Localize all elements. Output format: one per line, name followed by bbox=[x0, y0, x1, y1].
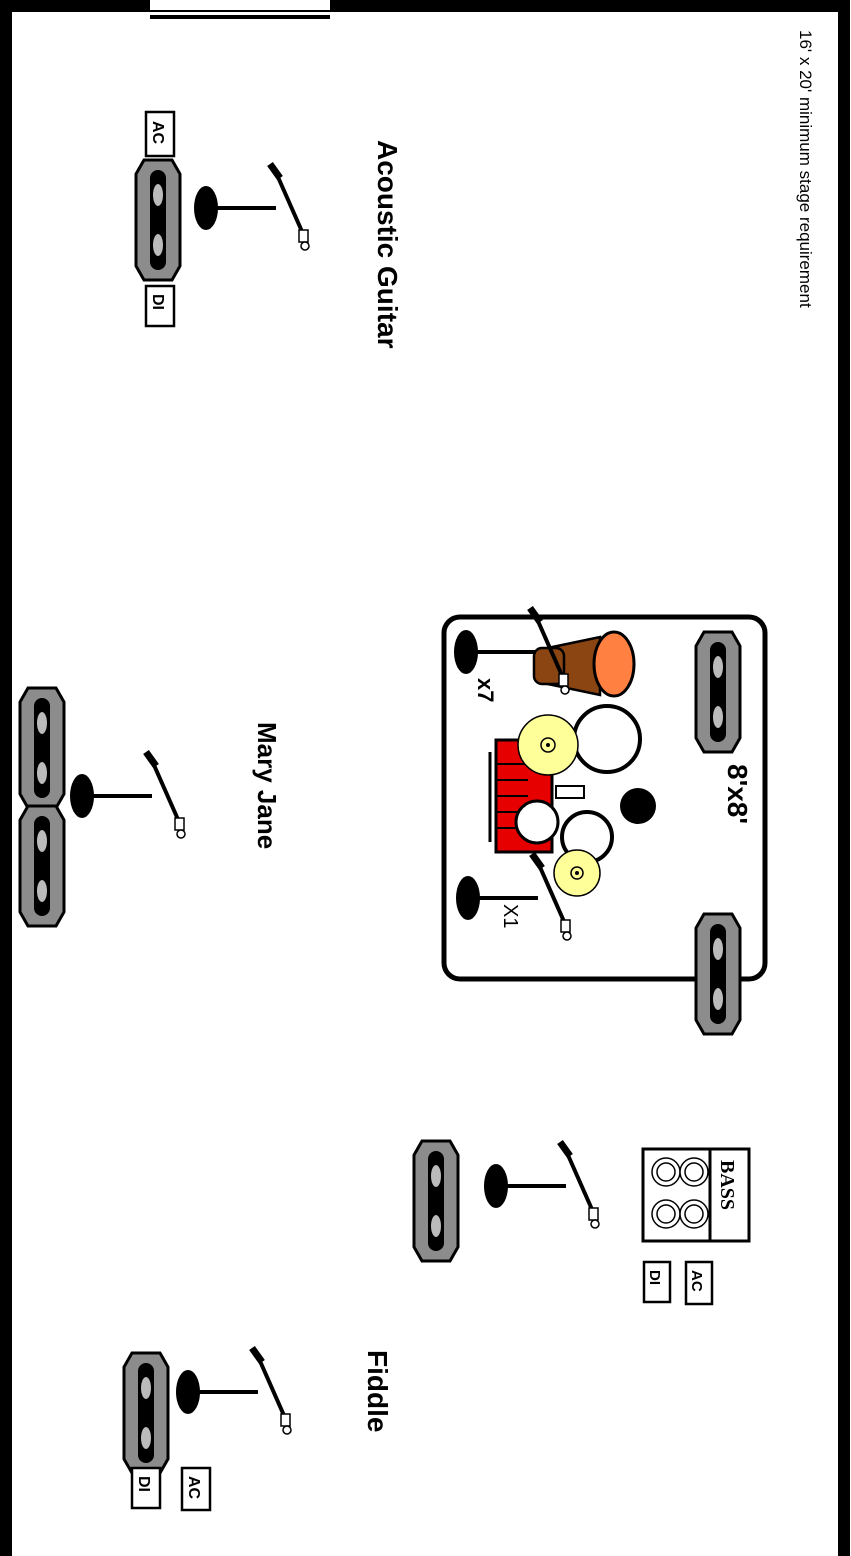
acoustic-guitar-label: Acoustic Guitar bbox=[372, 140, 403, 349]
fiddle-di-box: DI bbox=[130, 1466, 162, 1510]
mary-jane-mic-stand-icon bbox=[70, 752, 185, 838]
fiddle-mic-stand-icon bbox=[176, 1348, 291, 1434]
acoustic-guitar-ac-box: AC bbox=[144, 110, 176, 158]
crash-cymbal-icon bbox=[517, 714, 579, 776]
fiddle-label: Fiddle bbox=[362, 1350, 393, 1432]
drum-riser-outline bbox=[441, 614, 768, 982]
ride-cymbal-icon bbox=[553, 849, 601, 897]
bass-ac-box: AC bbox=[684, 1260, 714, 1306]
drum-riser: 8'x8' x7 bbox=[441, 608, 768, 1036]
bass-cabinet-icon: BASS bbox=[641, 1147, 751, 1243]
acoustic-guitar-position: Acoustic Guitar AC DI bbox=[134, 110, 403, 349]
hihat-stand-icon bbox=[555, 785, 585, 799]
acoustic-guitar-ac-text: AC bbox=[149, 121, 166, 145]
mary-jane-label: Mary Jane bbox=[252, 722, 282, 849]
acoustic-guitar-mic-stand-icon bbox=[194, 164, 309, 250]
snare-head-icon bbox=[514, 799, 560, 845]
drum-monitor-right-icon bbox=[694, 912, 742, 1036]
bass-di-text: DI bbox=[646, 1270, 663, 1285]
conga-drum-icon bbox=[532, 630, 636, 698]
mary-jane-monitor-left-icon bbox=[18, 686, 66, 810]
bass-di-box: DI bbox=[642, 1260, 672, 1304]
drum-mic-left-count: x7 bbox=[473, 678, 498, 702]
fiddle-ac-text: AC bbox=[185, 1476, 202, 1500]
acoustic-guitar-di-box: DI bbox=[144, 284, 176, 328]
stage-top-gap bbox=[150, 0, 330, 10]
bass-position: BASS AC DI bbox=[412, 1139, 751, 1306]
drum-mic-right-count: X1 bbox=[499, 904, 521, 928]
kick-pedal-icon bbox=[620, 788, 656, 824]
bass-mic-stand-icon bbox=[484, 1142, 599, 1228]
bass-monitor-icon bbox=[412, 1139, 460, 1263]
fiddle-monitor-icon bbox=[122, 1351, 170, 1475]
bass-cabinet-label: BASS bbox=[716, 1160, 738, 1210]
acoustic-guitar-di-text: DI bbox=[149, 294, 166, 310]
fiddle-ac-box: AC bbox=[180, 1466, 212, 1512]
acoustic-guitar-monitor-icon bbox=[134, 158, 182, 282]
stage-requirement-text: 16' x 20' minimum stage requirement bbox=[796, 30, 815, 308]
mary-jane-position: Mary Jane bbox=[18, 686, 282, 928]
fiddle-position: Fiddle DI AC bbox=[122, 1348, 393, 1512]
floor-tom-icon bbox=[572, 704, 642, 774]
drum-monitor-left-icon bbox=[694, 630, 742, 754]
drum-riser-size-label: 8'x8' bbox=[722, 764, 753, 824]
mary-jane-monitor-right-icon bbox=[18, 804, 66, 928]
fiddle-di-text: DI bbox=[135, 1476, 152, 1492]
bass-ac-text: AC bbox=[688, 1270, 705, 1292]
